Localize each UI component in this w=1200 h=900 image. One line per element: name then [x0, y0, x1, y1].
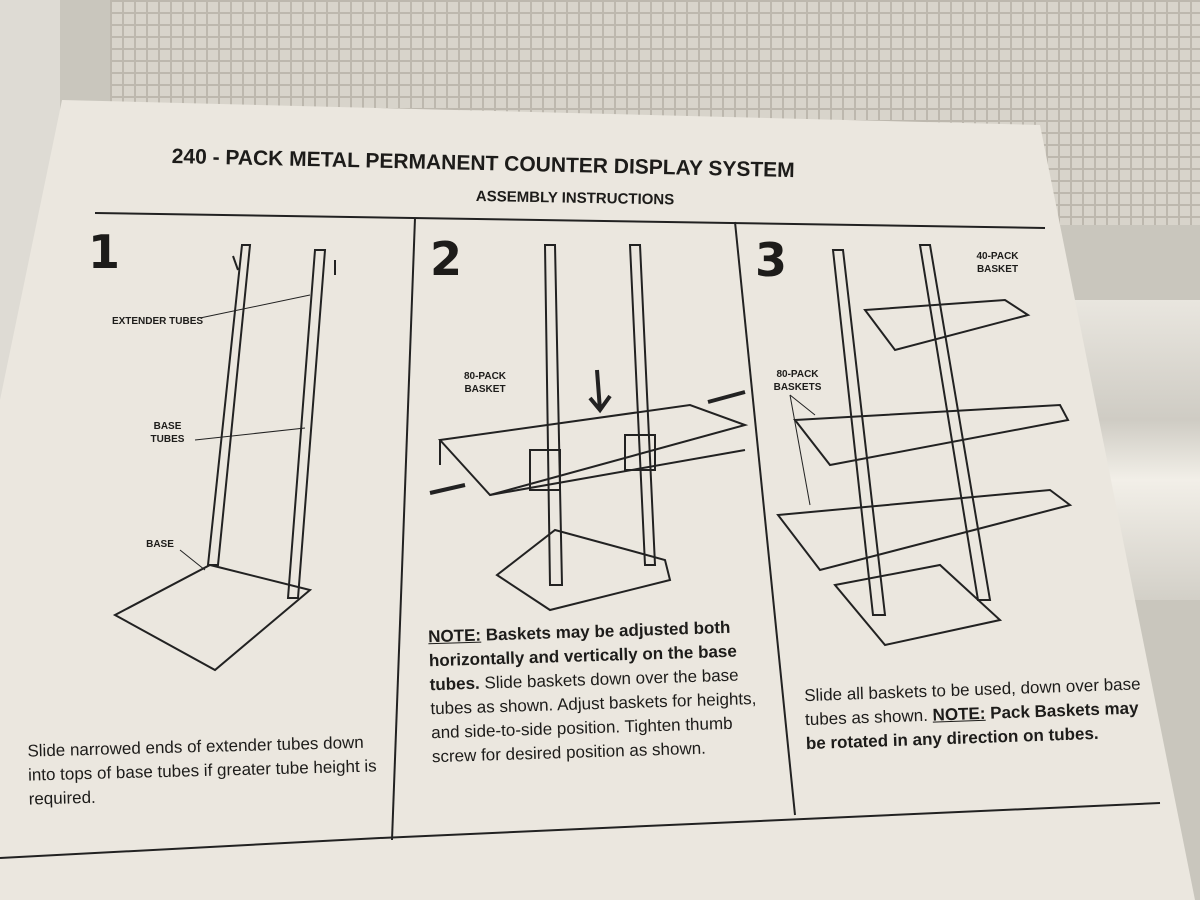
column-divider: [391, 217, 416, 841]
label-80-pack-basket: 80-PACK BASKET: [463, 371, 507, 395]
step1-text: Slide narrowed ends of extender tubes do…: [27, 732, 377, 809]
step2-text: NOTE: Baskets may be adjusted both horiz…: [428, 615, 767, 769]
step-number: 3: [755, 233, 788, 287]
label-base-tubes: BASE TUBES: [150, 421, 185, 445]
label-extender-tubes: EXTENDER TUBES: [111, 316, 204, 327]
header-rule: [94, 212, 1046, 229]
footer-rule: [379, 802, 1161, 839]
footer-rule: [0, 837, 381, 859]
step2-stand-drawing: [429, 244, 749, 612]
step3-text: Slide all baskets to be used, down over …: [804, 672, 1156, 756]
label-base: BASE: [146, 539, 174, 550]
step1-stand-drawing: [112, 244, 336, 672]
step3-stand-drawing: [776, 244, 1073, 647]
note-label: NOTE:: [932, 703, 986, 725]
step-number: 2: [430, 232, 463, 286]
page-subtitle: ASSEMBLY INSTRUCTIONS: [475, 188, 675, 209]
step-number: 1: [88, 225, 121, 279]
note-label: NOTE:: [427, 625, 482, 647]
label-40-pack-basket: 40-PACK BASKET: [976, 251, 1019, 275]
label-80-pack-baskets: 80-PACK BASKETS: [773, 369, 822, 393]
column-divider: [734, 221, 796, 816]
step2-body: Slide baskets down over the base tubes a…: [430, 665, 757, 767]
